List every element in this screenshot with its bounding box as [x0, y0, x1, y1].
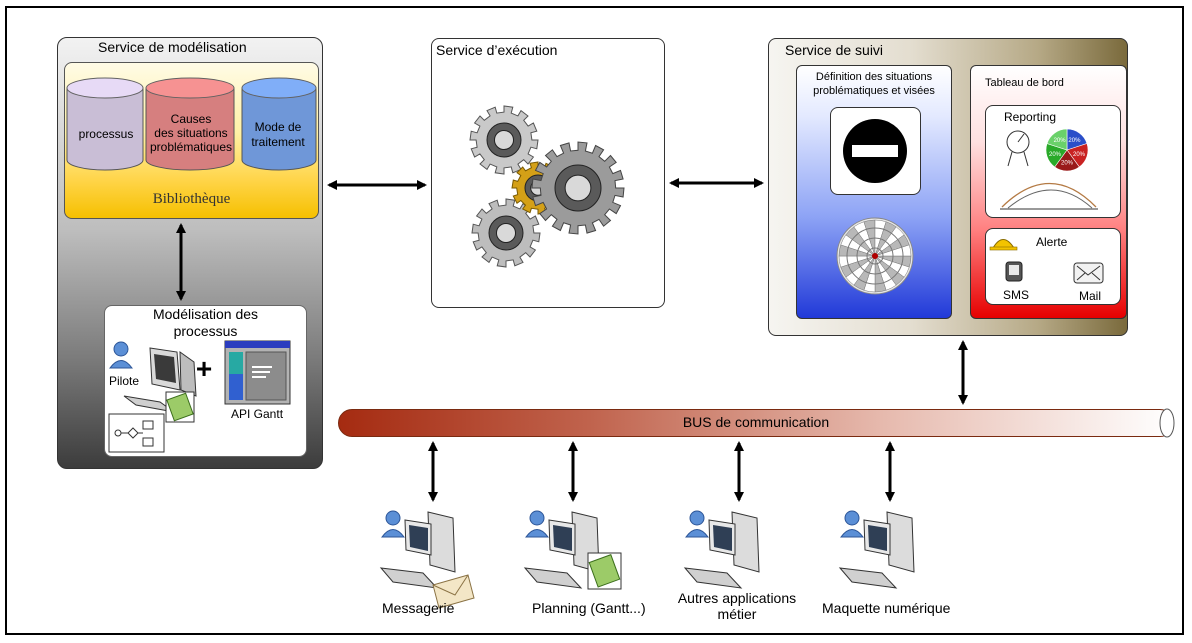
workstation-messagerie: [379, 510, 456, 589]
pie-slice: [1046, 128, 1068, 151]
gauge-icon: [1006, 130, 1030, 167]
database-label-causes-line3: problématiques: [149, 140, 233, 154]
client-label-autres: Autres applications métier: [673, 590, 801, 622]
flow-diagram-icon: [108, 413, 165, 453]
database-processus: [66, 77, 144, 171]
workstation-planning: [523, 510, 600, 589]
helmet-icon: [989, 239, 1018, 251]
api-gantt-label: API Gantt: [231, 407, 284, 421]
process-modelling-title: Modélisation des processus: [104, 306, 307, 340]
mail-label: Mail: [1079, 289, 1102, 303]
monitoring-service-title: Service de suivi: [785, 42, 884, 58]
situations-definition-title: Définition des situations problématiques…: [796, 70, 952, 98]
client-label-maquette: Maquette numérique: [822, 600, 951, 616]
client-label-autres-line2: métier: [717, 606, 757, 622]
no-entry-sign-icon: [843, 119, 907, 183]
pilot-user-icon: [109, 341, 133, 369]
library-label: Bibliothèque: [152, 191, 231, 207]
bus-label: BUS de communication: [682, 414, 830, 430]
mail-envelope-icon: [1073, 262, 1104, 284]
computer-icon: [123, 347, 197, 413]
workstation-autres-applications: [683, 510, 760, 589]
database-label-causes-line1: Causes: [170, 112, 212, 126]
gantt-card-icon: [165, 391, 195, 423]
reporting-label: Reporting: [1004, 110, 1057, 124]
pie-slice-label: 20%: [1061, 161, 1074, 167]
dartboard-icon: [836, 217, 914, 295]
database-causes: [145, 77, 235, 171]
plus-sign: +: [196, 353, 212, 384]
dashboard-title: Tableau de bord: [985, 77, 1064, 89]
gantt-card-icon-planning: [587, 552, 622, 590]
database-label-mode-line1: Mode de: [254, 120, 302, 134]
process-modelling-title-line2: processus: [173, 323, 238, 339]
database-label-processus: processus: [78, 127, 134, 141]
curves-icon: [1000, 183, 1098, 210]
diagram-frame: [5, 6, 1184, 635]
pie-chart-icon: 20%20%20%20%20%: [1045, 128, 1089, 172]
client-label-messagerie: Messagerie: [382, 600, 455, 616]
execution-service-title: Service d’exécution: [436, 42, 558, 58]
database-label-mode: Mode de traitement: [241, 120, 315, 150]
database-label-mode-line2: traitement: [251, 135, 305, 149]
client-label-planning: Planning (Gantt...): [532, 600, 646, 616]
pie-slice-label: 20%: [1054, 138, 1067, 144]
api-gantt-window-icon: [224, 340, 291, 405]
database-label-causes-line2: des situations: [154, 126, 228, 140]
situations-definition-line2: problématiques et visées: [813, 85, 935, 97]
sms-label: SMS: [1003, 288, 1030, 302]
phone-icon: [1005, 261, 1023, 282]
database-label-causes: Causes des situations problématiques: [146, 112, 236, 154]
communication-bus: [338, 409, 1174, 437]
database-mode-traitement: [241, 77, 317, 171]
envelope-icon: [432, 574, 475, 609]
alert-label: Alerte: [1036, 235, 1068, 249]
client-label-autres-line1: Autres applications: [677, 590, 797, 606]
process-modelling-title-line1: Modélisation des: [152, 306, 259, 322]
pilot-label: Pilote: [109, 374, 140, 388]
gear-top-icon: [469, 105, 539, 175]
modelling-service-title: Service de modélisation: [98, 39, 247, 55]
pie-slice-label: 20%: [1068, 138, 1081, 144]
gear-large-icon: [531, 141, 625, 235]
gear-bottom-icon: [471, 198, 541, 268]
pie-slice-label: 20%: [1049, 152, 1062, 158]
situations-definition-line1: Définition des situations: [815, 71, 933, 83]
pie-slice-label: 20%: [1073, 152, 1086, 158]
workstation-maquette: [838, 510, 915, 589]
